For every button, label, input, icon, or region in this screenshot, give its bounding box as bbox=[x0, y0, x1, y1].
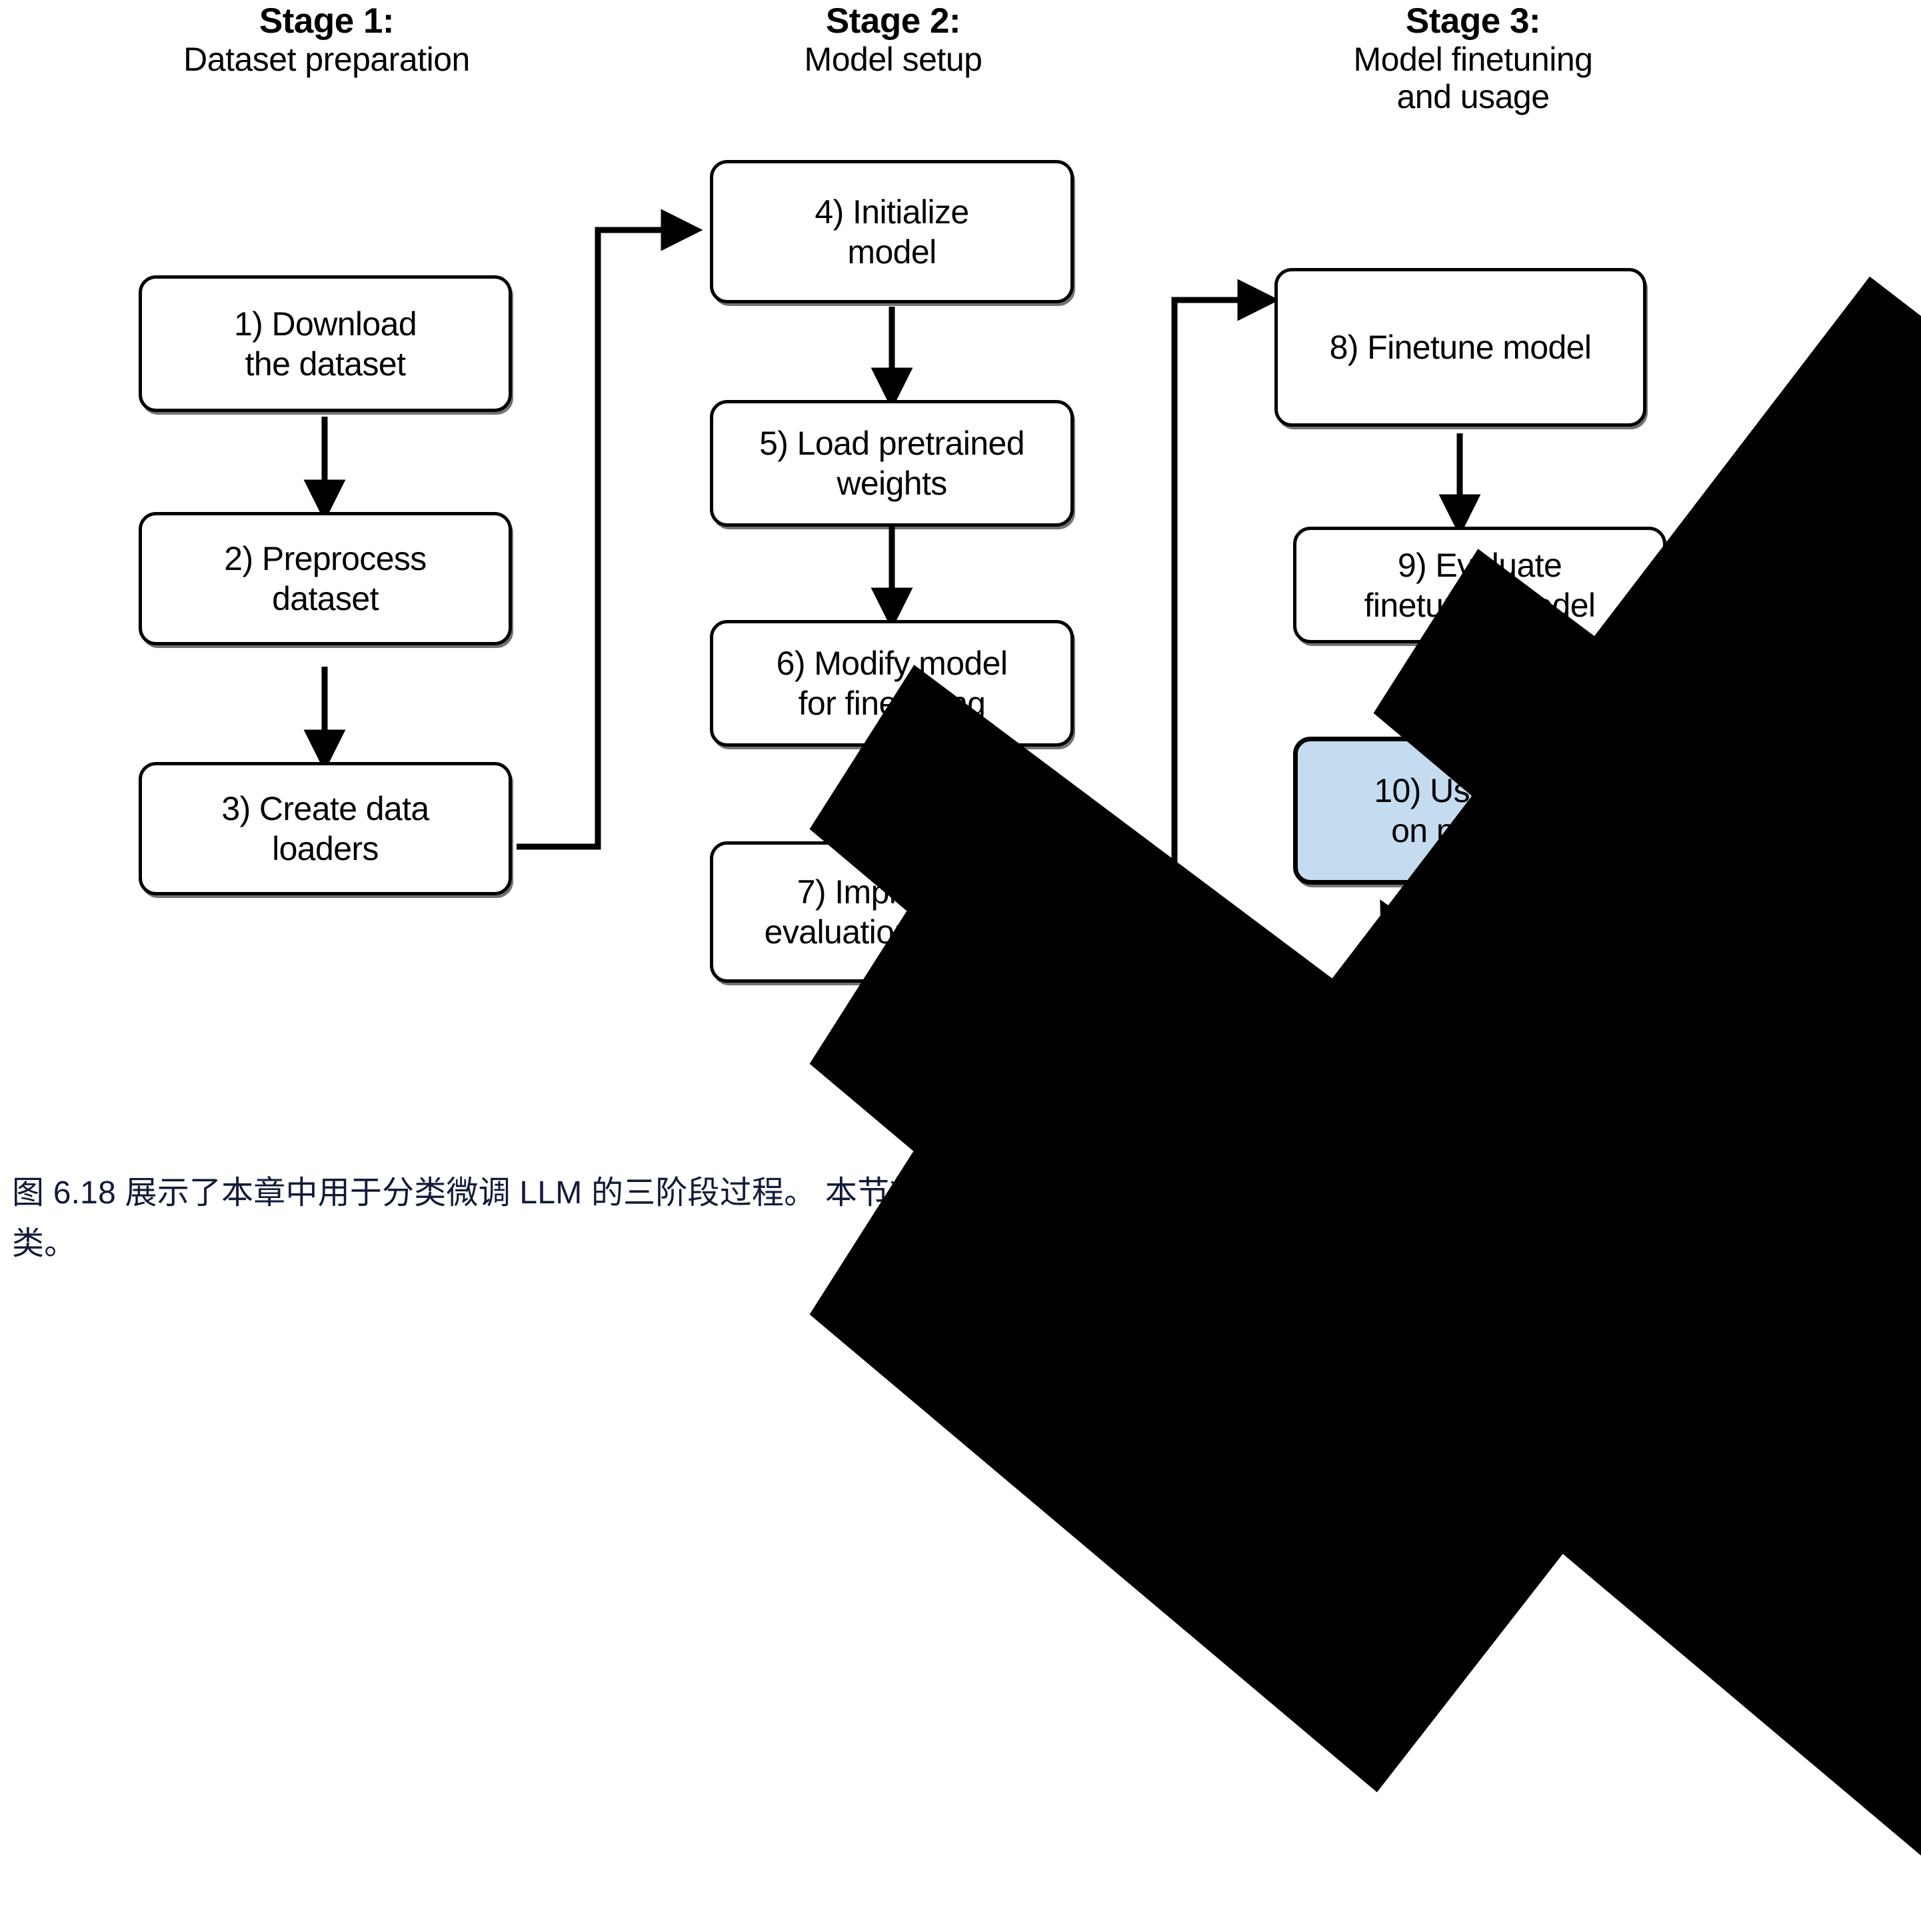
flow-box-step-9-label: 9) Evaluate finetuned model bbox=[1364, 546, 1596, 624]
stage-1-heading: Stage 1: Dataset preparation bbox=[27, 1, 627, 78]
stage-3-subtitle: Model finetuning and usage bbox=[1353, 41, 1593, 116]
flow-box-step-3[interactable]: 3) Create data loaders bbox=[139, 762, 512, 895]
flow-box-step-7-label: 7) Implement evaluation utilities bbox=[764, 873, 1020, 951]
flow-box-step-2-label: 2) Preprocess dataset bbox=[224, 540, 427, 617]
flow-box-step-3-label: 3) Create data loaders bbox=[221, 790, 429, 867]
flow-box-step-4-label: 4) Initialize model bbox=[815, 193, 969, 271]
connector-stage1-to-stage2 bbox=[517, 209, 703, 850]
flow-box-step-1-label: 1) Download the dataset bbox=[233, 305, 417, 383]
stage-2-heading: Stage 2: Model setup bbox=[600, 1, 1186, 78]
annotation-line-1: In this last section of this chapter, we… bbox=[1256, 1003, 1837, 1034]
figure-caption: 图 6.18 展示了本章中用于分类微调 LLM 的三阶段过程。 本节将实现第三阶… bbox=[12, 1175, 1886, 1261]
flow-box-step-10[interactable]: 10) Use model on new data bbox=[1293, 737, 1666, 885]
stage-1-label: Stage 1: bbox=[259, 1, 395, 41]
flow-box-step-4[interactable]: 4) Initialize model bbox=[710, 160, 1074, 303]
stage-3-label: Stage 3: bbox=[1405, 1, 1541, 41]
stage-3-heading: Stage 3: Model finetuning and usage bbox=[1173, 1, 1773, 115]
annotation-text: In this last section of this chapter, we… bbox=[1193, 999, 1900, 1080]
flow-box-step-8-label: 8) Finetune model bbox=[1329, 329, 1592, 366]
flow-box-step-6-label: 6) Modify model for finetuning bbox=[776, 645, 1008, 722]
stage-1-subtitle: Dataset preparation bbox=[183, 41, 470, 79]
flow-box-step-7[interactable]: 7) Implement evaluation utilities bbox=[710, 841, 1074, 983]
flowchart-figure: Stage 1: Dataset preparation Stage 2: Mo… bbox=[27, 1, 1921, 1856]
annotation-callout-arrow bbox=[1380, 899, 1423, 978]
page-edge-tick bbox=[1896, 1272, 1897, 1289]
stage-2-label: Stage 2: bbox=[825, 1, 961, 41]
flow-box-step-9[interactable]: 9) Evaluate finetuned model bbox=[1293, 527, 1666, 643]
flow-box-step-2[interactable]: 2) Preprocess dataset bbox=[139, 512, 512, 645]
flow-box-step-6[interactable]: 6) Modify model for finetuning bbox=[710, 620, 1074, 747]
flow-box-step-1[interactable]: 1) Download the dataset bbox=[139, 275, 512, 412]
flow-box-step-10-label: 10) Use model on new data bbox=[1374, 772, 1586, 849]
flow-box-step-5-label: 5) Load pretrained weights bbox=[759, 425, 1024, 502]
annotation-line-2: model on new text messages bbox=[1355, 1043, 1738, 1075]
stage-2-subtitle: Model setup bbox=[804, 41, 982, 79]
flow-box-step-5[interactable]: 5) Load pretrained weights bbox=[710, 400, 1074, 527]
connector-stage2-to-stage3 bbox=[1093, 279, 1280, 933]
flow-box-step-8[interactable]: 8) Finetune model bbox=[1274, 268, 1646, 427]
